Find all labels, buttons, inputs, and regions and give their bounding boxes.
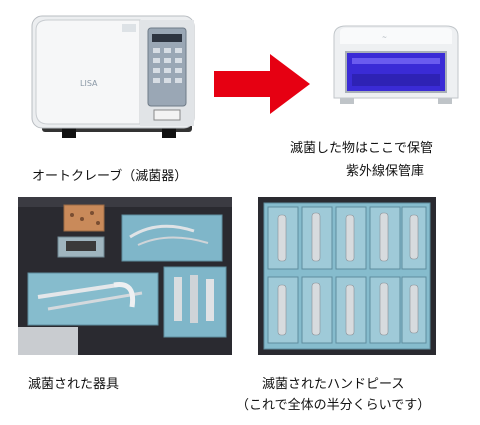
right-arrow-icon [214,54,310,114]
storage-caption-line2: 紫外線保管庫 [346,164,425,179]
autoclave-caption: オートクレーブ（滅菌器） [32,169,188,184]
sterilized-handpieces-photo [258,197,436,355]
sterilized-instruments-photo [18,197,232,355]
handpieces-caption-line2: （これで全体の半分くらいです） [236,398,431,413]
uv-storage-cabinet-photo: ~ [333,25,459,104]
autoclave-photo: LISA [31,15,195,138]
storage-caption-line1: 滅菌した物はここで保管 [290,141,434,156]
svg-text:~: ~ [382,34,387,41]
handpieces-caption-line1: 滅菌されたハンドピース [262,377,405,392]
svg-text:LISA: LISA [80,79,98,88]
instruments-caption: 滅菌された器具 [28,377,120,392]
